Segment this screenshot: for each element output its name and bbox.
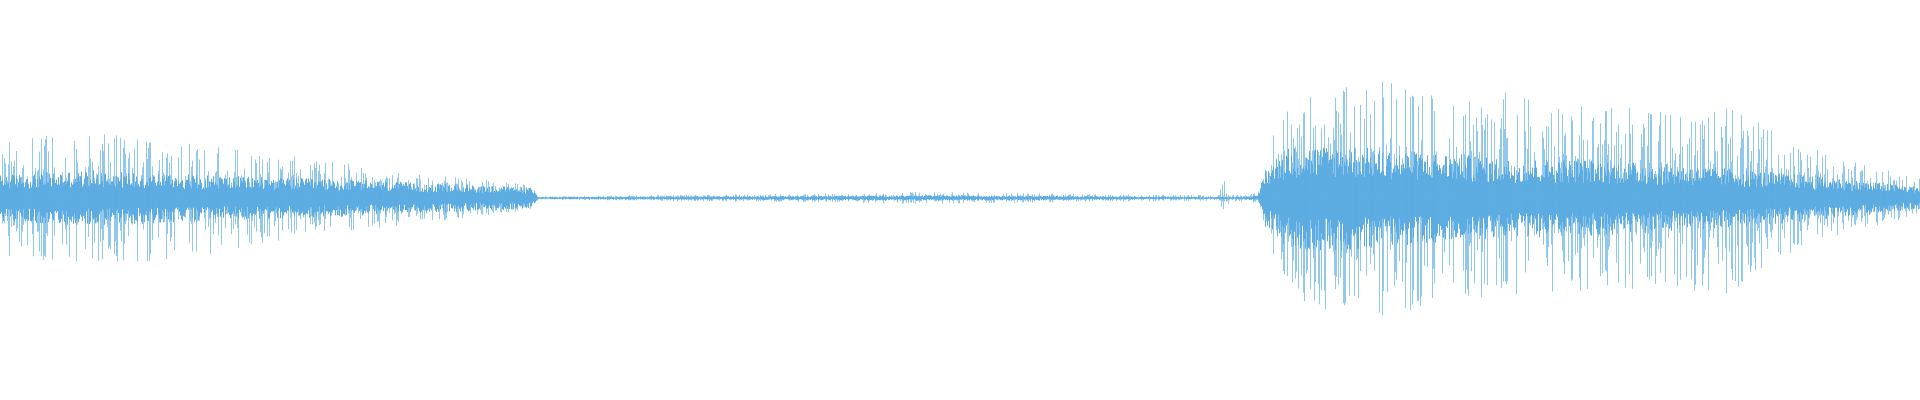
waveform-peaks [0, 81, 1920, 316]
